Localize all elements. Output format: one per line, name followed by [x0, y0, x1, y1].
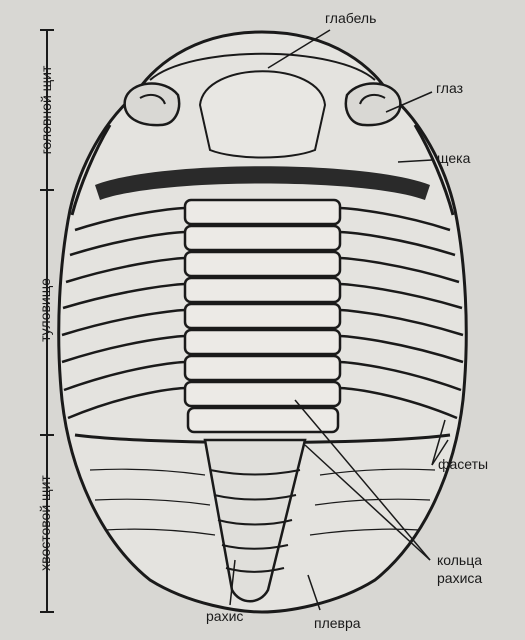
glabella-shape — [200, 71, 325, 157]
label-facets: фасеты — [438, 456, 488, 472]
right-eye — [346, 84, 400, 126]
rachis-segments — [185, 200, 340, 432]
label-cheek: щека — [437, 150, 470, 166]
label-axial-rings-line2: рахиса — [437, 570, 482, 586]
section-label-trunk: туловище — [37, 265, 53, 355]
left-eye — [125, 84, 179, 126]
label-eye: глаз — [436, 80, 463, 96]
label-axial-rings-line1: кольца — [437, 552, 482, 568]
section-label-head-shield: головной щит — [38, 50, 54, 170]
label-glabella: глабель — [325, 10, 376, 26]
label-rachis: рахис — [206, 608, 243, 624]
label-pleura: плевра — [314, 615, 361, 631]
section-label-tail-shield: хвостовой щит — [37, 458, 53, 588]
